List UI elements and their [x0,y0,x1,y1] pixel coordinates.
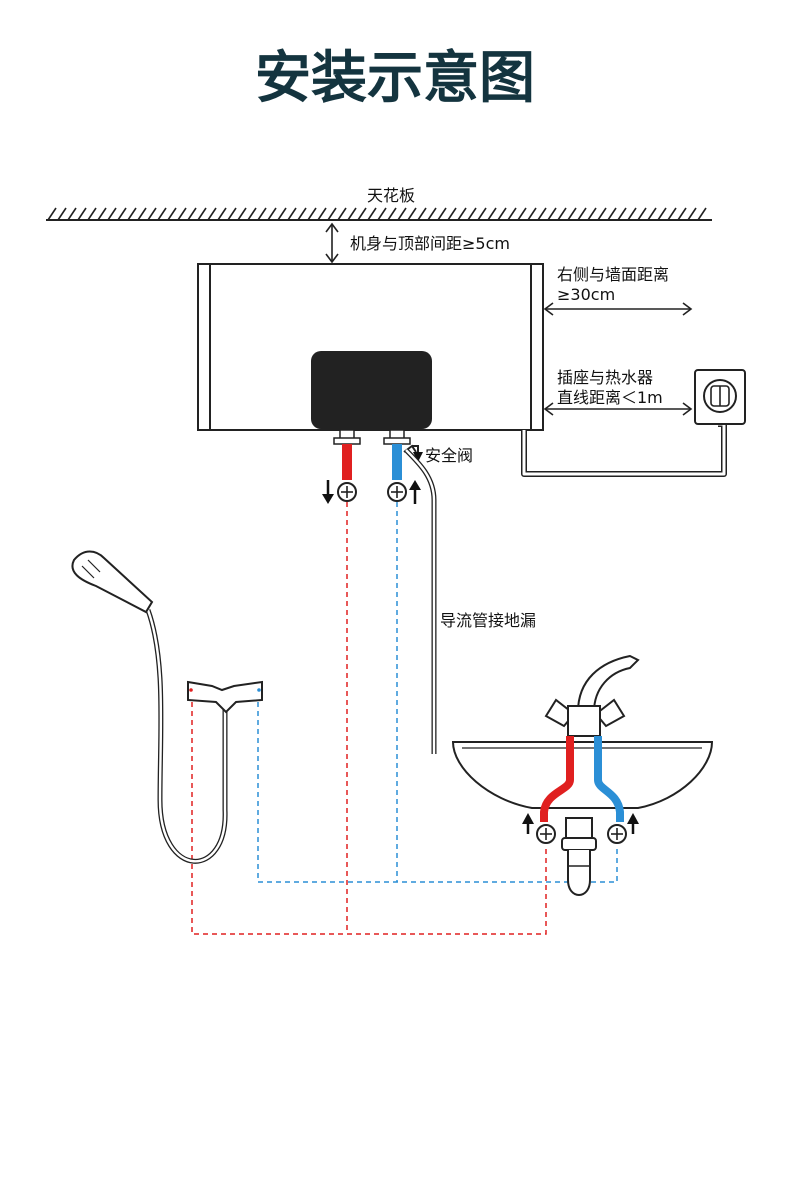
shower-head-icon [71,550,154,614]
basin-hot-pipe [540,736,574,822]
basin-faucet-icon [544,654,640,737]
socket-label-2: 直线距离＜1m [557,388,663,407]
power-socket-icon [694,369,746,425]
heater-cold-pipe [392,444,402,480]
drain-trap [561,817,597,896]
direction-arrow-icon [522,813,639,834]
page-title: 安装示意图 [255,46,535,111]
side-gap-label-2: ≥30cm [557,285,615,304]
ceiling-label: 天花板 [367,186,415,205]
ceiling-hatch [46,207,712,221]
top-gap-dimension [325,222,339,264]
side-gap-dimension [543,302,693,316]
basin-cold-pipe [594,736,624,822]
basin-cold-fitting [607,824,627,844]
drain-hose [404,448,437,754]
socket-label-1: 插座与热水器 [557,368,653,387]
heater-hot-pipe [342,444,352,480]
safety-valve-label: 安全阀 [425,446,473,465]
cold-water-dashed-line [257,502,618,883]
water-heater [197,263,544,445]
hot-outlet-fitting [337,482,357,502]
cold-inlet-fitting [387,482,407,502]
socket-distance [543,402,693,416]
basin-hot-fitting [536,824,556,844]
control-panel [311,351,432,429]
drain-label: 导流管接地漏 [440,611,536,630]
top-gap-label: 机身与顶部间距≥5cm [350,234,510,253]
side-gap-label-1: 右侧与墙面距离 [557,265,669,284]
shower-hose [145,609,228,864]
mixer-valve-icon [187,680,263,714]
hot-water-dashed-line [191,502,547,935]
wash-basin [451,741,714,809]
power-cable [521,421,727,477]
direction-arrow-icon [322,480,421,504]
